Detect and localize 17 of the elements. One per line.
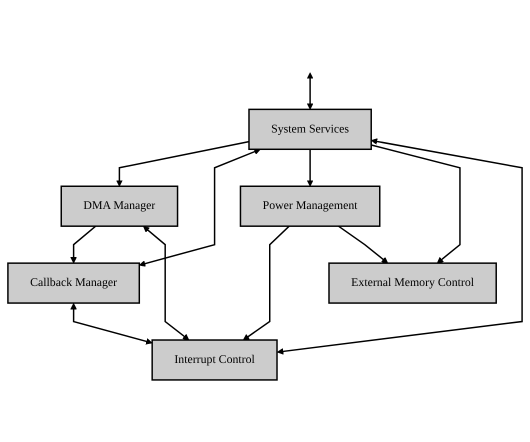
- arrow: [143, 226, 190, 340]
- arrow: [70, 303, 152, 345]
- arrow: [338, 226, 388, 264]
- node-box: System Services: [248, 108, 372, 150]
- node-box: Callback Manager: [7, 262, 140, 304]
- arrow: [371, 144, 461, 264]
- arrow: [306, 149, 314, 187]
- arrow: [139, 148, 261, 267]
- arrow: [70, 226, 96, 264]
- node-box: Interrupt Control: [151, 339, 278, 381]
- node-box: Power Management: [240, 186, 380, 227]
- arrow: [306, 72, 314, 110]
- node-box: External Memory Control: [328, 262, 497, 304]
- node-box: DMA Manager: [60, 186, 178, 227]
- arrow: [116, 140, 250, 187]
- arrow: [277, 138, 523, 355]
- arrow: [242, 226, 290, 340]
